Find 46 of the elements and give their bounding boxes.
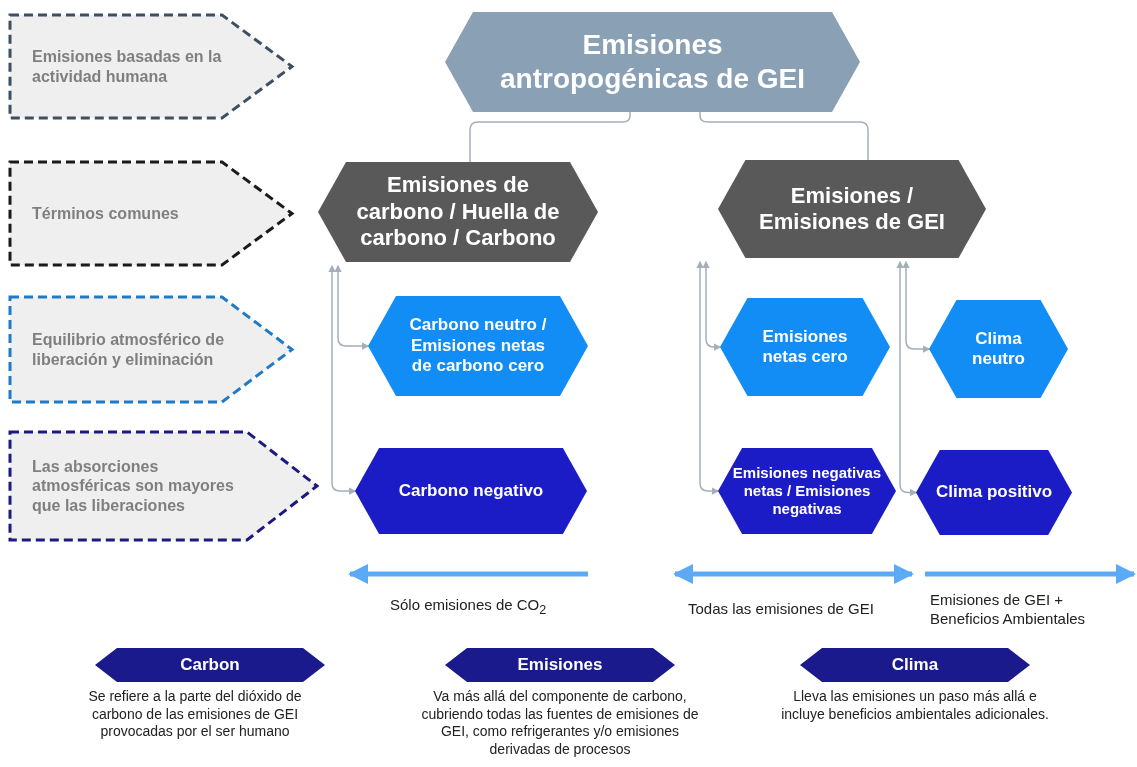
description-text: Va más allá del componente de carbono, cubriendo todas las fuentes de emisiones de GEI, como refrigerantes y/o emisiones derivadas de procesos [420,688,700,758]
neutral-hexagon [368,296,588,396]
term-hexagon [318,162,598,262]
node-text: Carbon [180,654,240,676]
connector-line [469,111,631,163]
scope-hexagon [800,648,1030,682]
category-tag [10,15,292,118]
connector-line [902,260,931,353]
node-text: Emisiones [517,654,603,676]
range-label: Sólo emisiones de CO$_{2}$ [390,596,548,619]
category-tag [10,432,317,540]
node-text: Emisiones negativas netas / Emisiones negativas [732,464,882,518]
connector-line [896,260,918,497]
connector-line [328,264,357,495]
node-text: Emisiones antropogénicas de GEI [499,28,806,96]
scope-hexagon [445,648,675,682]
negative-hexagon [718,448,896,534]
node-text: Carbono negativo [398,480,544,502]
range-label: Emisiones de GEI + Beneficios Ambientales [930,591,1087,629]
connector-line [699,111,869,161]
node-text: Términos comunes [32,203,179,224]
node-text: Emisiones de carbono / Huella de carbono / Carbono [355,172,561,252]
category-tag [10,297,292,402]
node-text: Emisiones / Emisiones de GEI [758,182,946,236]
node-text: Las absorciones atmosféricas son mayores que las liberaciones [32,457,235,515]
title-hexagon [445,12,860,112]
node-text: Equilibrio atmosférico de liberación y eliminación [32,330,226,369]
positive-hexagon [916,450,1072,535]
node-text: Emisiones basadas en la actividad humana [32,47,223,86]
range-label: Todas las emisiones de GEI [688,600,875,619]
scope-hexagon [95,648,325,682]
connector-line [696,260,720,495]
neutral-hexagon [929,300,1068,398]
description-text: Lleva las emisiones un paso más allá e incluye beneficios ambientales adicionales. [780,688,1050,723]
neutral-hexagon [720,298,890,396]
node-text: Carbono neutro / Emisiones netas de carbono cero [408,315,548,377]
connector-line [334,264,370,350]
node-text: Clima neutro [971,328,1026,370]
node-text: Clima [891,654,939,676]
node-text: Emisiones netas cero [761,326,849,368]
category-tag [10,162,292,265]
connector-line [702,260,722,351]
node-text: Clima positivo [935,482,1053,503]
description-text: Se refiere a la parte del dióxido de carbono de las emisiones de GEI provocadas por el ser humano [87,688,303,741]
term-hexagon [718,160,986,258]
negative-hexagon [355,448,587,534]
